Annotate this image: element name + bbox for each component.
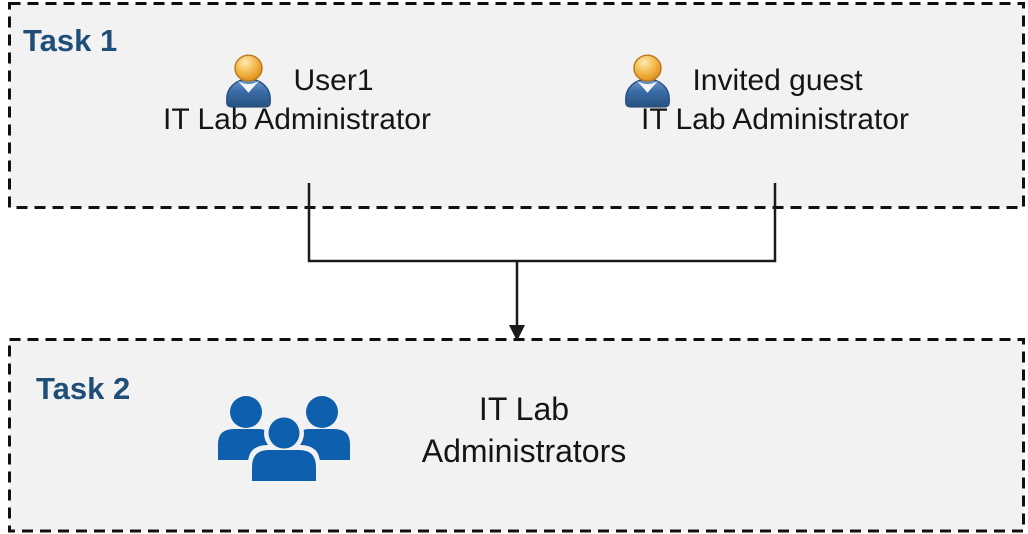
persona-role: IT Lab Administrator — [163, 103, 431, 136]
person-head — [633, 54, 663, 82]
group-name-line1: IT Lab — [478, 391, 570, 427]
task2-label: Task 2 — [36, 371, 131, 406]
persona-name-row: Invited guest — [619, 54, 863, 108]
group-front-head — [268, 417, 300, 449]
group-back-left-head — [230, 396, 262, 428]
group-back-right-head — [306, 396, 338, 428]
task1-label: Task 1 — [23, 23, 118, 58]
task1-box — [8, 2, 1025, 209]
person-collar — [637, 80, 659, 93]
person-icon — [226, 54, 272, 108]
group-name-line2: Administrators — [421, 433, 627, 469]
persona-name-row: User1 — [220, 54, 374, 108]
person-body — [625, 78, 671, 108]
people-group-icon — [218, 396, 350, 484]
person-collar — [238, 80, 260, 93]
person-body — [226, 78, 272, 108]
persona-name: User1 — [293, 64, 374, 97]
task2-box — [8, 338, 1025, 533]
group-front-body — [252, 450, 316, 481]
connector-arrowhead — [509, 325, 525, 341]
connector-merge-line — [307, 183, 777, 263]
person-head — [234, 54, 264, 82]
group-name: IT Lab Administrators — [374, 388, 674, 472]
persona-name: Invited guest — [692, 64, 863, 97]
persona-invited-guest: Invited guest IT Lab Administrator — [575, 54, 975, 140]
persona-user1: User1 IT Lab Administrator — [97, 54, 497, 140]
person-icon — [625, 54, 671, 108]
persona-role: IT Lab Administrator — [641, 103, 909, 136]
